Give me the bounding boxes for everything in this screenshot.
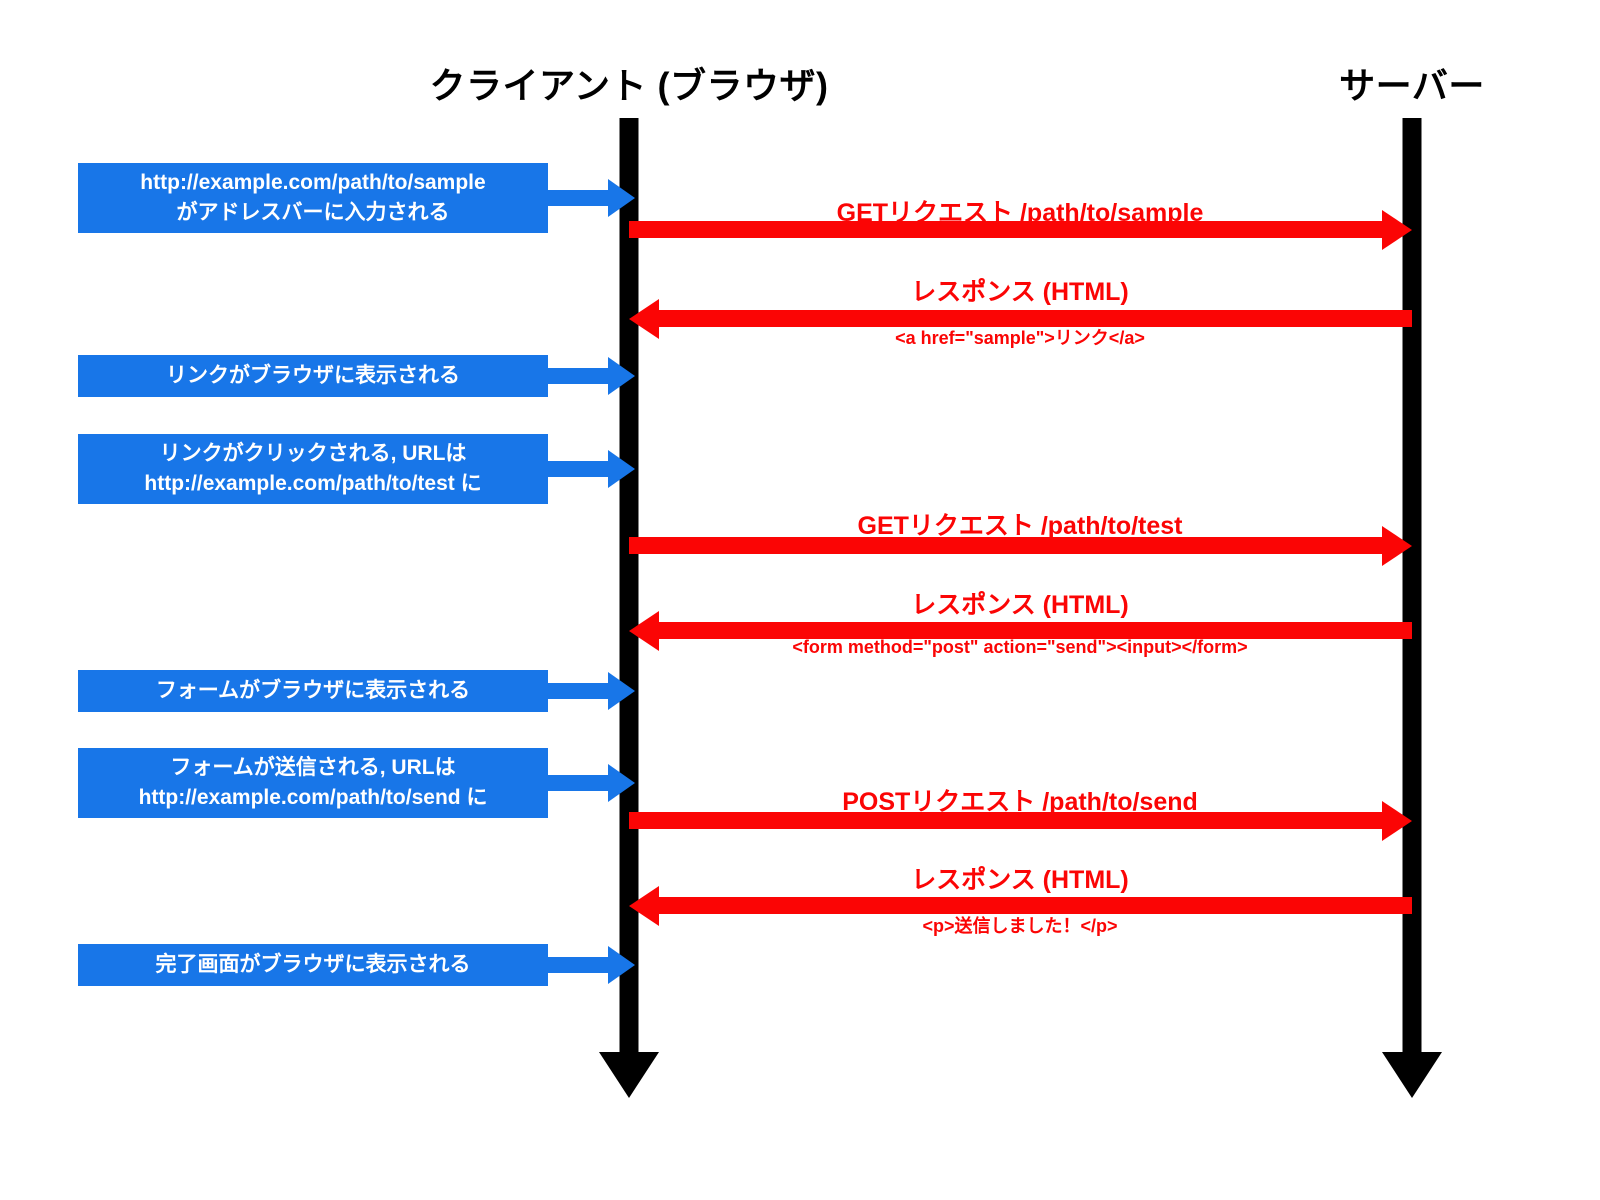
message-shaft-response-complete	[654, 897, 1412, 914]
message-shaft-response-link	[654, 310, 1412, 327]
note-link-displayed-arrow-shaft	[548, 368, 614, 384]
note-form-displayed-arrow-head-icon	[608, 672, 635, 710]
message-shaft-get-test	[629, 537, 1387, 554]
message-arrow-right-icon-get-sample	[1382, 210, 1412, 250]
note-link-displayed: リンクがブラウザに表示される	[78, 355, 548, 397]
message-snippet-response-link: <a href="sample">リンク</a>	[895, 328, 1145, 348]
note-link-displayed-line-1: リンクがブラウザに表示される	[166, 364, 460, 388]
note-complete-displayed: 完了画面がブラウザに表示される	[78, 944, 548, 986]
note-url-entered-line-1: http://example.com/path/to/sample	[140, 171, 486, 195]
note-form-displayed-arrow-shaft	[548, 683, 614, 699]
message-label-get-test: GETリクエスト /path/to/test	[857, 512, 1183, 540]
note-link-clicked-line-2: http://example.com/path/to/test に	[144, 472, 482, 495]
note-link-clicked-arrow-shaft	[548, 461, 614, 477]
actor-label-client: クライアント (ブラウザ)	[429, 65, 829, 106]
note-url-entered-arrow-head-icon	[608, 179, 635, 217]
note-link-displayed-arrow-head-icon	[608, 357, 635, 395]
lifeline-server	[1402, 118, 1422, 1058]
note-complete-displayed-line-1: 完了画面がブラウザに表示される	[155, 953, 471, 977]
message-snippet-response-complete: <p>送信しました！</p>	[922, 916, 1118, 936]
note-form-submitted-arrow-head-icon	[608, 764, 635, 802]
note-link-clicked-arrow-head-icon	[608, 450, 635, 488]
note-form-submitted-arrow-shaft	[548, 775, 614, 791]
note-complete-displayed-arrow-head-icon	[608, 946, 635, 984]
message-arrow-left-icon-response-link	[629, 299, 659, 339]
message-snippet-response-form: <form method="post" action="send"><input…	[792, 637, 1248, 657]
message-shaft-post-send	[629, 812, 1387, 829]
note-link-clicked: リンクがクリックされる, URLは http://example.com/pat…	[78, 434, 548, 504]
message-label-response-form: レスポンス (HTML)	[911, 591, 1129, 619]
message-arrow-right-icon-post-send	[1382, 801, 1412, 841]
message-arrow-right-icon-get-test	[1382, 526, 1412, 566]
note-form-submitted-line-2: http://example.com/path/to/send に	[138, 786, 488, 809]
note-form-displayed-line-1: フォームがブラウザに表示される	[155, 679, 471, 703]
actor-label-server: サーバー	[1339, 65, 1485, 106]
note-link-clicked-line-1: リンクがクリックされる, URLは	[159, 442, 467, 466]
message-shaft-get-sample	[629, 221, 1387, 238]
message-shaft-response-form	[654, 622, 1412, 639]
note-complete-displayed-arrow-shaft	[548, 957, 614, 973]
note-form-submitted: フォームが送信される, URLは http://example.com/path…	[78, 748, 548, 818]
note-url-entered-arrow-shaft	[548, 190, 614, 206]
message-label-post-send: POSTリクエスト /path/to/send	[842, 788, 1198, 816]
note-url-entered-line-2: がアドレスバーに入力される	[176, 201, 450, 224]
message-arrow-left-icon-response-complete	[629, 886, 659, 926]
note-form-displayed: フォームがブラウザに表示される	[78, 670, 548, 712]
lifeline-client-arrowhead	[599, 1052, 659, 1098]
message-label-response-complete: レスポンス (HTML)	[911, 866, 1129, 894]
note-form-submitted-line-1: フォームが送信される, URLは	[170, 756, 456, 780]
note-url-entered: http://example.com/path/to/sample がアドレスバ…	[78, 163, 548, 233]
message-arrow-left-icon-response-form	[629, 611, 659, 651]
message-label-response-link: レスポンス (HTML)	[911, 278, 1129, 306]
lifeline-server-arrowhead	[1382, 1052, 1442, 1098]
